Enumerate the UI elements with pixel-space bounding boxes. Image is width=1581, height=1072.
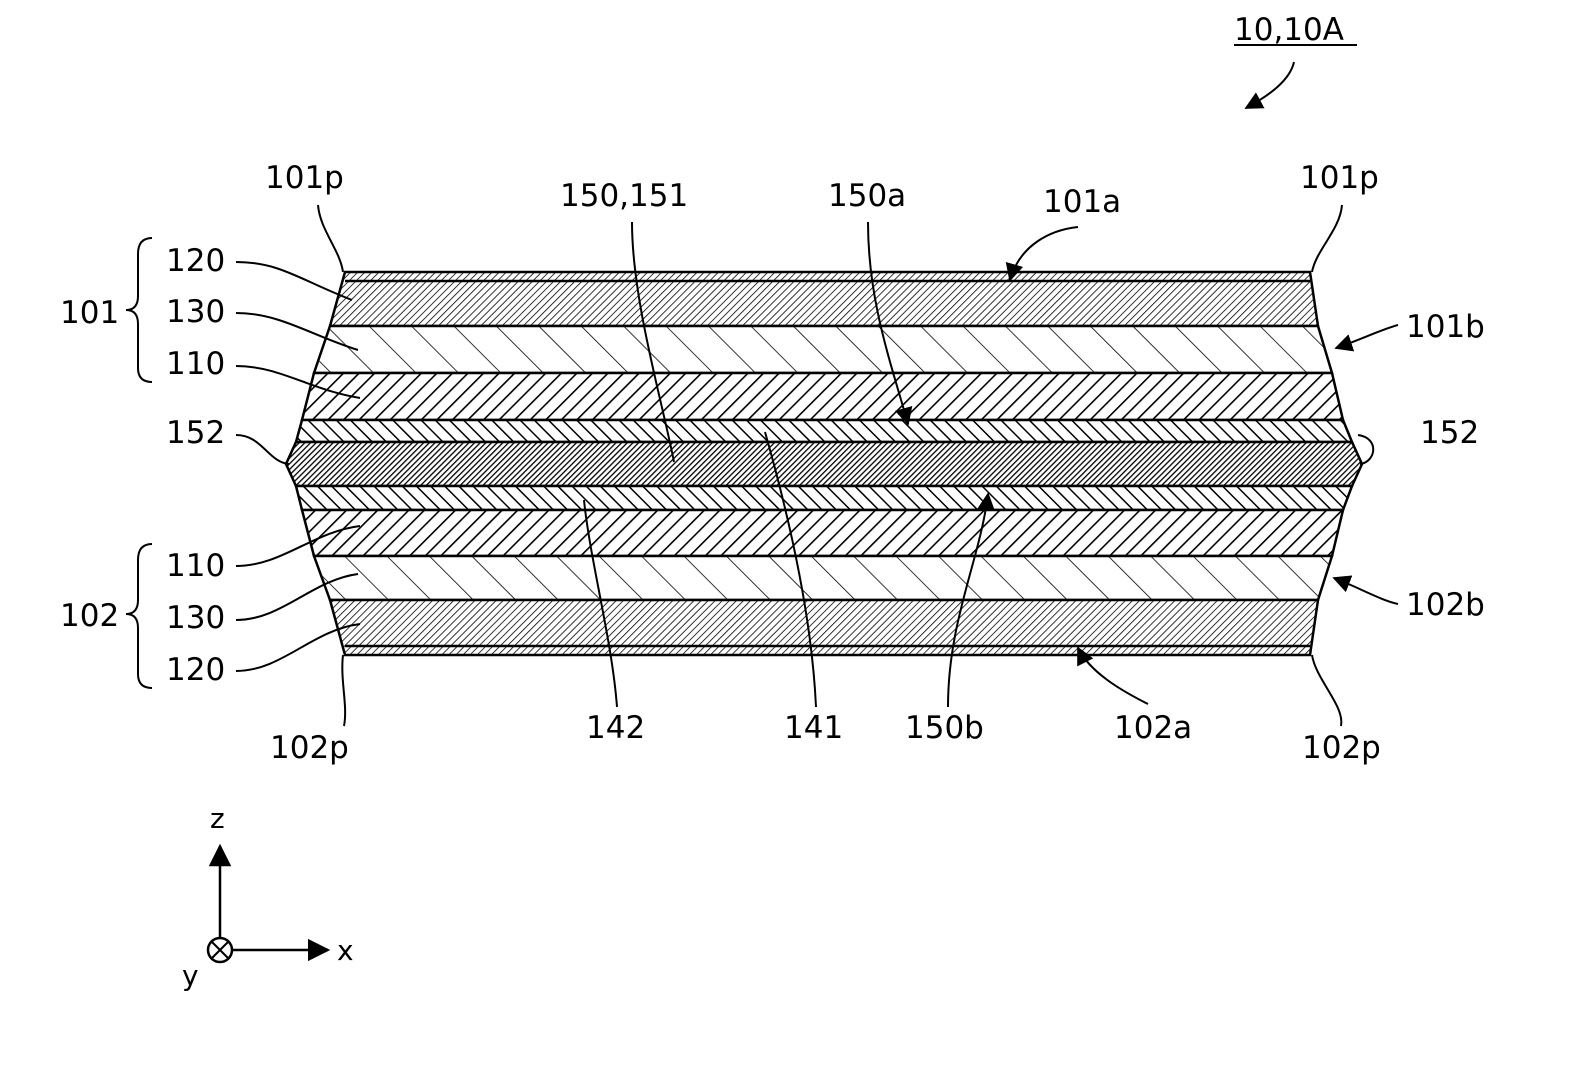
label-101p-right: 101p (1300, 160, 1379, 196)
label-120-bottom: 120 (166, 652, 225, 688)
layer-142 (296, 486, 1352, 510)
label-101a: 101a (1043, 184, 1121, 220)
label-110-bottom: 110 (166, 548, 225, 584)
label-110-top: 110 (166, 346, 225, 382)
label-120-top: 120 (166, 243, 225, 279)
brace-102 (126, 544, 152, 688)
label-102b: 102b (1406, 587, 1485, 623)
label-102: 102 (60, 598, 119, 634)
z-axis-label: z (210, 802, 225, 835)
layer-150-151-core (286, 442, 1362, 486)
label-101p-left: 101p (265, 160, 344, 196)
label-130-top: 130 (166, 294, 225, 330)
label-101: 101 (60, 295, 119, 331)
label-101b: 101b (1406, 309, 1485, 345)
x-axis-label: x (337, 934, 354, 967)
label-152-left: 152 (166, 415, 225, 451)
y-axis-label: y (182, 959, 199, 992)
label-130-bottom: 130 (166, 600, 225, 636)
label-142: 142 (586, 710, 645, 746)
label-102a: 102a (1114, 710, 1192, 746)
label-152-right: 152 (1420, 415, 1479, 451)
label-141: 141 (784, 710, 843, 746)
label-102p-left: 102p (270, 730, 349, 766)
figure-ref-label: 10,10A (1234, 12, 1344, 48)
label-150-151: 150,151 (560, 178, 688, 214)
layer-110-top (302, 373, 1343, 420)
layer-130-bottom (314, 556, 1332, 600)
label-102p-right: 102p (1302, 730, 1381, 766)
layer-stack (286, 272, 1362, 655)
layer-141 (296, 420, 1352, 442)
layer-110-bottom (302, 510, 1343, 556)
brace-101 (126, 238, 152, 382)
layer-130-top (314, 326, 1332, 373)
coordinate-axes: z x y (182, 802, 354, 992)
label-150b: 150b (905, 710, 984, 746)
label-150a: 150a (828, 178, 906, 214)
